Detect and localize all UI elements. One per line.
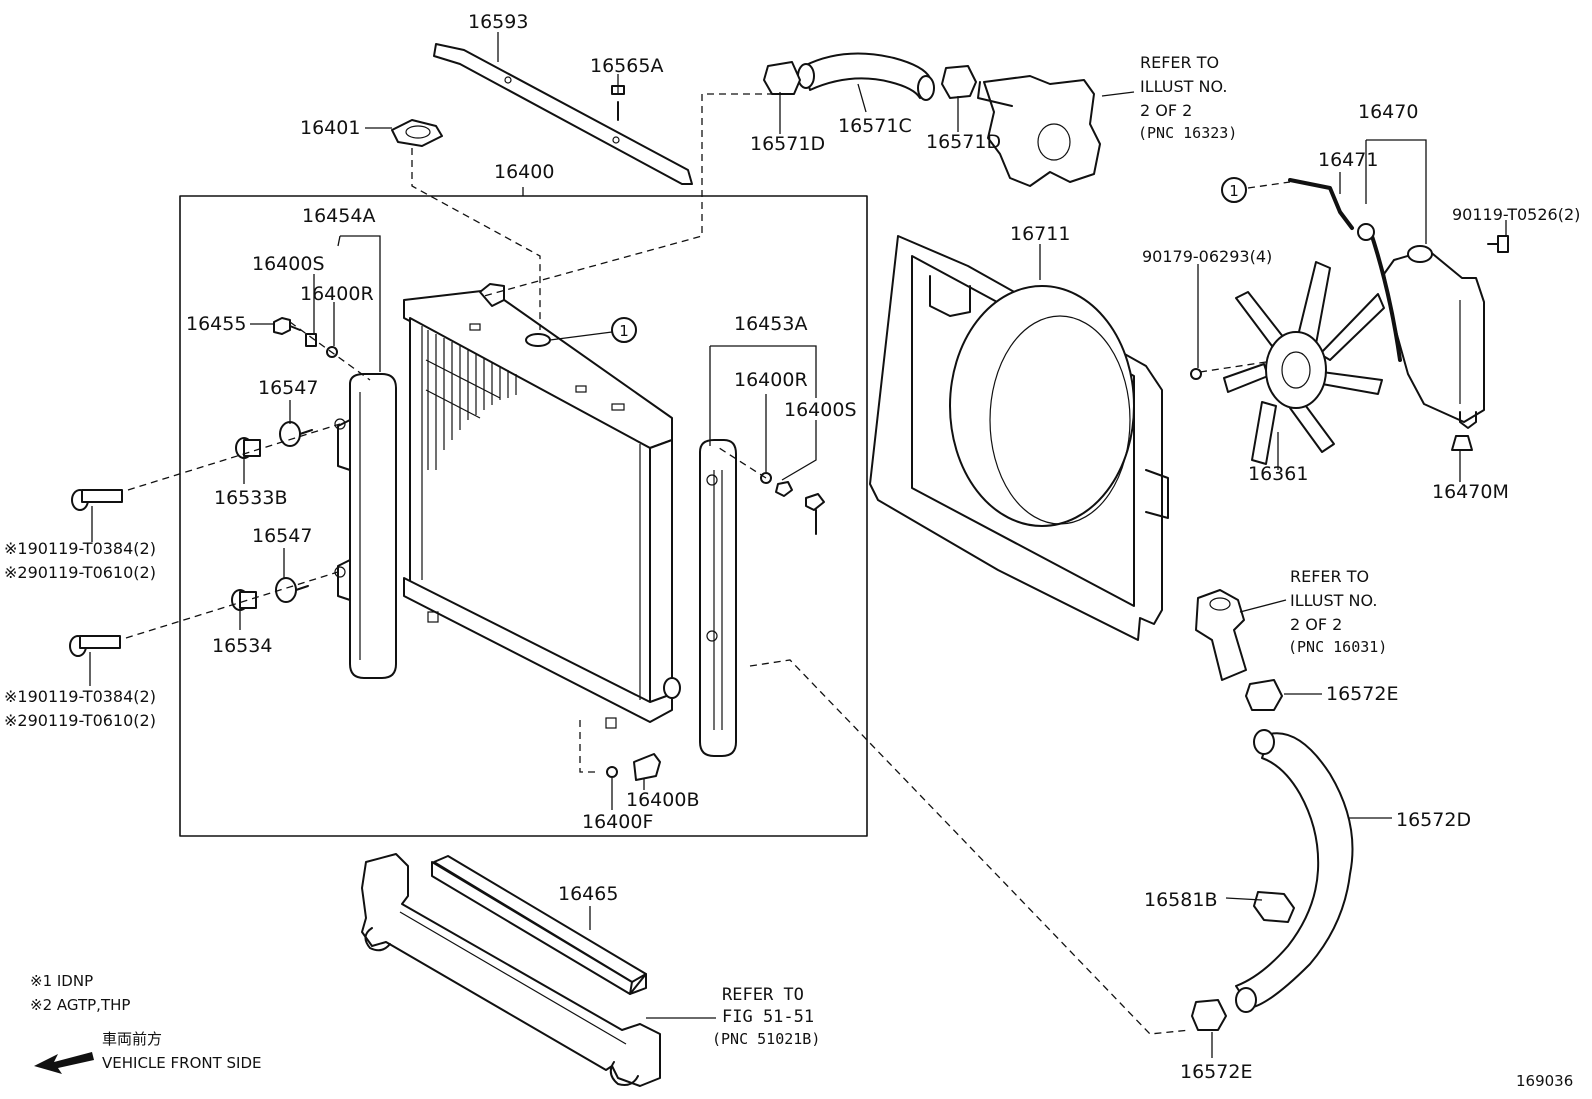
label-16361: 16361 bbox=[1248, 463, 1308, 485]
label-16470m: 16470M bbox=[1432, 481, 1509, 503]
label-16400b: 16400B bbox=[626, 789, 699, 811]
refer-note-fig-51-51: REFER TO FIG 51-51 (PNC 51021B) bbox=[712, 985, 820, 1048]
svg-text:ILLUST NO.: ILLUST NO. bbox=[1140, 77, 1227, 96]
leader-lines bbox=[89, 32, 1507, 1058]
label-16572e-top: 16572E bbox=[1326, 683, 1398, 705]
label-16533b: 16533B bbox=[214, 487, 287, 509]
lower-hose-clamps bbox=[1191, 679, 1295, 1031]
front-side-jp: 車両前方 bbox=[102, 1030, 162, 1048]
svg-text:1: 1 bbox=[619, 322, 629, 340]
fan-nut bbox=[1190, 368, 1202, 380]
label-16400f: 16400F bbox=[582, 811, 653, 833]
svg-text:REFER TO: REFER TO bbox=[1140, 53, 1219, 72]
ref-marker-1: 1 bbox=[549, 317, 637, 343]
bolt-note-2b: ※290119-T0610(2) bbox=[4, 711, 156, 730]
label-16572e-bottom: 16572E bbox=[1180, 1061, 1252, 1083]
radiator-core bbox=[403, 283, 681, 729]
label-16571c: 16571C bbox=[838, 115, 912, 137]
label-16565a: 16565A bbox=[590, 55, 663, 77]
radiator-upper-seal bbox=[433, 43, 693, 185]
label-16455: 16455 bbox=[186, 313, 246, 335]
left-radiator-support bbox=[334, 373, 397, 679]
part-labels: 16593 16565A 16401 16400 16454A 16400S 1… bbox=[186, 11, 1580, 1083]
label-16581b: 16581B bbox=[1144, 889, 1217, 911]
label-16534: 16534 bbox=[212, 635, 272, 657]
overflow-hose bbox=[1288, 178, 1402, 362]
label-16571d-left: 16571D bbox=[750, 133, 825, 155]
coolant-reservoir bbox=[1383, 235, 1509, 451]
fasteners-left bbox=[69, 317, 338, 657]
label-16572d: 16572D bbox=[1396, 809, 1471, 831]
label-16400r-left: 16400R bbox=[300, 283, 374, 305]
label-16571d-right: 16571D bbox=[926, 131, 1001, 153]
figure-number: 169036 bbox=[1516, 1072, 1573, 1090]
label-16400: 16400 bbox=[494, 161, 554, 183]
label-16454a: 16454A bbox=[302, 205, 375, 227]
svg-text:2 OF 2: 2 OF 2 bbox=[1290, 615, 1342, 634]
label-90119-t0526: 90119-T0526(2) bbox=[1452, 205, 1580, 224]
label-16470: 16470 bbox=[1358, 101, 1418, 123]
svg-text:(PNC 51021B): (PNC 51021B) bbox=[712, 1030, 820, 1048]
ref-marker-2: 1 bbox=[1221, 177, 1247, 203]
fan-shroud bbox=[869, 235, 1169, 641]
label-16401: 16401 bbox=[300, 117, 360, 139]
svg-text:ILLUST NO.: ILLUST NO. bbox=[1290, 591, 1377, 610]
lower-radiator-support bbox=[361, 853, 661, 1087]
water-outlet-housing bbox=[977, 75, 1101, 187]
svg-text:FIG 51-51: FIG 51-51 bbox=[722, 1007, 814, 1027]
lower-insulator bbox=[431, 855, 647, 995]
front-arrow-icon bbox=[34, 1052, 94, 1074]
legend-note-1: ※1 IDNP bbox=[30, 972, 93, 990]
right-radiator-support bbox=[699, 439, 737, 757]
label-16593: 16593 bbox=[468, 11, 528, 33]
label-16400s-right: 16400S bbox=[784, 399, 857, 421]
radiator-cap bbox=[391, 119, 443, 147]
upper-hose-clamps bbox=[763, 61, 977, 99]
svg-text:(PNC 16031): (PNC 16031) bbox=[1288, 638, 1387, 656]
upper-hose bbox=[797, 52, 935, 101]
svg-text:REFER TO: REFER TO bbox=[722, 985, 804, 1005]
bolt-note-1a: ※190119-T0384(2) bbox=[4, 539, 156, 558]
bolt-notes: ※190119-T0384(2) ※290119-T0610(2) ※19011… bbox=[4, 539, 156, 730]
water-inlet bbox=[1195, 589, 1247, 681]
label-16453a: 16453A bbox=[734, 313, 807, 335]
label-16400r-right: 16400R bbox=[734, 369, 808, 391]
legend: ※1 IDNP ※2 AGTP,THP 車両前方 VEHICLE FRONT S… bbox=[30, 972, 262, 1074]
label-16400s-left: 16400S bbox=[252, 253, 325, 275]
label-16711: 16711 bbox=[1010, 223, 1070, 245]
svg-text:1: 1 bbox=[1229, 182, 1239, 200]
svg-text:2 OF 2: 2 OF 2 bbox=[1140, 101, 1192, 120]
legend-note-2: ※2 AGTP,THP bbox=[30, 996, 130, 1014]
bolt-note-2a: ※190119-T0384(2) bbox=[4, 687, 156, 706]
refer-note-pnc-16323: REFER TO ILLUST NO. 2 OF 2 (PNC 16323) bbox=[1138, 53, 1237, 142]
label-90179-06293: 90179-06293(4) bbox=[1142, 247, 1272, 266]
refer-note-pnc-16031: REFER TO ILLUST NO. 2 OF 2 (PNC 16031) bbox=[1288, 567, 1387, 656]
lower-hose bbox=[1235, 729, 1354, 1013]
cooling-fan bbox=[1223, 261, 1385, 465]
svg-text:REFER TO: REFER TO bbox=[1290, 567, 1369, 586]
bolt-note-1b: ※290119-T0610(2) bbox=[4, 563, 156, 582]
label-16465: 16465 bbox=[558, 883, 618, 905]
front-side-en: VEHICLE FRONT SIDE bbox=[102, 1054, 262, 1072]
fasteners-right bbox=[606, 85, 825, 781]
label-16547-upper: 16547 bbox=[258, 377, 318, 399]
svg-text:(PNC 16323): (PNC 16323) bbox=[1138, 124, 1237, 142]
label-16547-lower: 16547 bbox=[252, 525, 312, 547]
label-16471: 16471 bbox=[1318, 149, 1378, 171]
